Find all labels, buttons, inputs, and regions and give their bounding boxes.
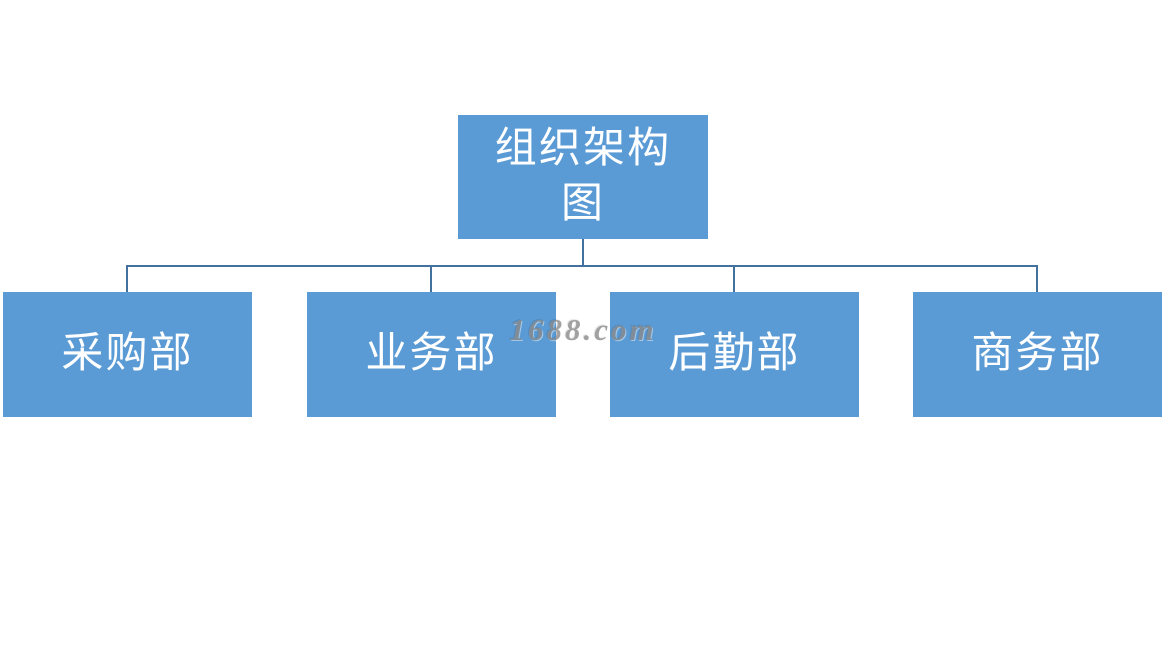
org-node-logistics-dept: 后勤部 <box>610 292 859 417</box>
org-node-procurement-dept: 采购部 <box>3 292 252 417</box>
connector-horizontal-rail <box>126 265 1038 267</box>
org-node-label: 商务部 <box>971 331 1104 378</box>
org-node-label: 后勤部 <box>668 331 801 378</box>
connector-drop-commerce <box>1036 265 1038 293</box>
connector-drop-procurement <box>126 265 128 293</box>
org-node-label: 采购部 <box>61 331 194 378</box>
org-node-label: 业务部 <box>365 331 498 378</box>
org-node-root-label: 组织架构图 <box>494 126 672 227</box>
org-node-business-dept: 业务部 <box>307 292 556 417</box>
connector-root-stub <box>582 239 584 267</box>
org-node-root: 组织架构图 <box>458 115 708 239</box>
connector-drop-logistics <box>733 265 735 293</box>
org-node-commerce-dept: 商务部 <box>913 292 1162 417</box>
connector-drop-business <box>430 265 432 293</box>
